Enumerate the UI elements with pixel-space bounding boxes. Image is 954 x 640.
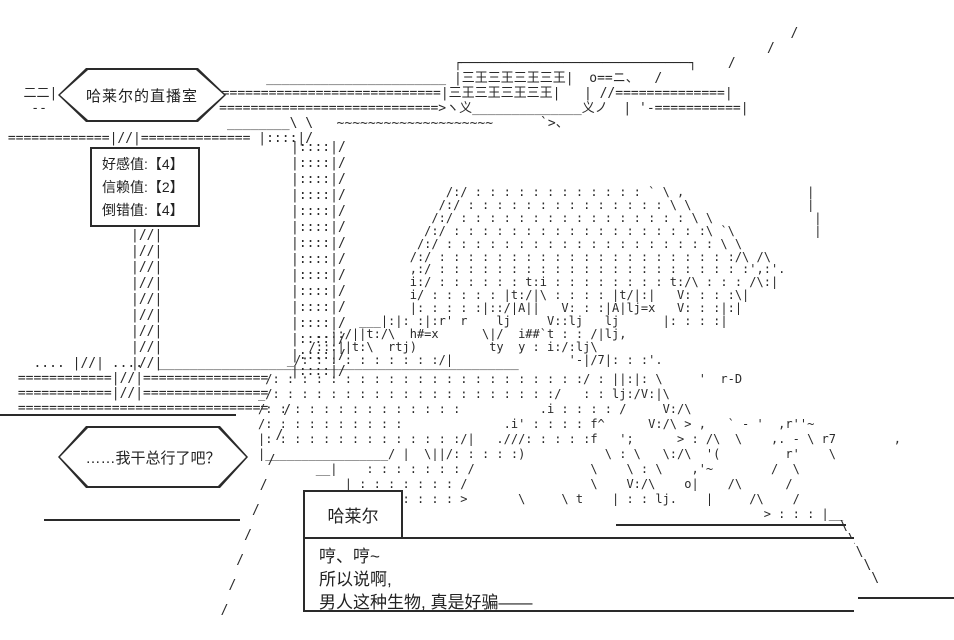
mid-dashed-lines: .... |//| .... _________________________…	[17, 356, 519, 416]
status-box: 好感值:【4】 信赖值:【2】 倒错值:【4】	[90, 147, 200, 227]
left-rule-line	[0, 414, 236, 416]
status-favor: 好感值:【4】	[102, 155, 184, 172]
status-perversion: 倒错值:【4】	[102, 201, 184, 218]
dialog-name-tab: 哈莱尔	[303, 490, 403, 537]
dialog-text: 哼、哼~ 所以说啊, 男人这种生物, 真是好骗——	[303, 537, 854, 612]
under-bubble-rule-line	[44, 519, 240, 521]
bottom-right-rule-line	[858, 597, 954, 599]
aa-bottom-rule-line	[616, 524, 846, 526]
dialog-box[interactable]: 哈莱尔 哼、哼~ 所以说啊, 男人这种生物, 真是好骗——	[303, 490, 854, 612]
dialog-line: 所以说啊,	[319, 570, 392, 589]
dialog-line: 哼、哼~	[319, 547, 380, 566]
diagonal-dashes: / / / / / / / / /	[220, 403, 292, 618]
aa-character-head: /:/ : : : : : : : : : : : : ` \ , | /:/ …	[286, 185, 822, 367]
right-pole: |::::|/ |::::|/ |::::|/ |::::|/ |::::|/ …	[291, 140, 346, 379]
speech-bubble: ……我干总行了吧？	[58, 426, 248, 488]
ascii-top-structure: / / ┌─────────────────────────────┐ /	[7, 26, 799, 146]
status-trust: 信赖值:【2】	[102, 178, 184, 195]
broadcast-room-bubble: 哈莱尔的直播室	[58, 68, 226, 122]
speech-bubble-text: ……我干总行了吧？	[60, 428, 246, 486]
left-pole: |//| |//| |//| |//| |//| |//| |//| |//| …	[131, 228, 163, 371]
broadcast-room-label: 哈莱尔的直播室	[60, 70, 224, 120]
aa-character-body: /: : : : : : : : : : : : : : : : : : : :…	[258, 372, 901, 521]
dialog-line: 男人这种生物, 真是好骗——	[319, 593, 533, 612]
